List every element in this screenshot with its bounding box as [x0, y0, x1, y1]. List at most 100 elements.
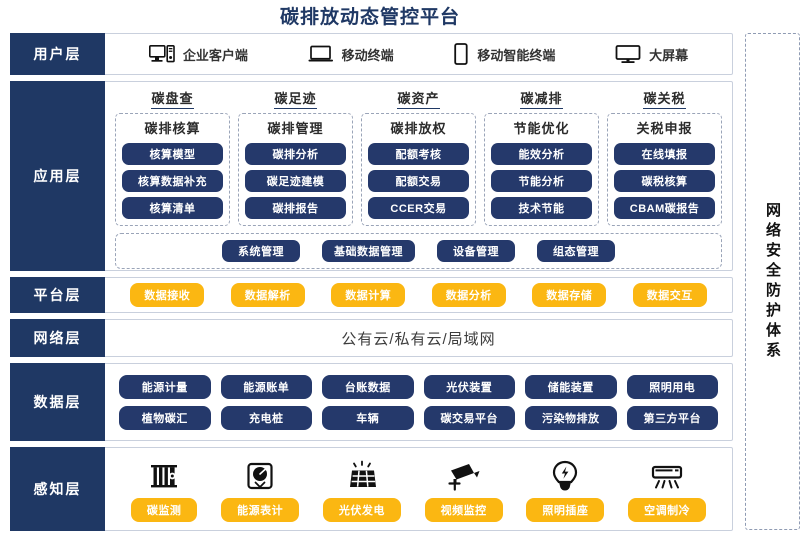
layer-body-application: 碳盘查 碳排核算 核算模型 核算数据补充 核算清单 碳足迹 碳排管理 碳排分析: [105, 82, 732, 270]
app-feature-pill[interactable]: 核算模型: [122, 143, 223, 165]
layer-body-network: 公有云/私有云/局域网: [105, 320, 732, 356]
app-feature-pill[interactable]: 技术节能: [491, 197, 592, 219]
app-column-carbon-footprint: 碳足迹 碳排管理 碳排分析 碳足迹建模 碳排报告: [238, 88, 353, 226]
platform-pill[interactable]: 数据分析: [431, 283, 506, 307]
carbon-monitor-icon: [148, 454, 180, 492]
perception-item-lighting-socket[interactable]: 照明插座: [526, 454, 605, 522]
app-column-subhead: 碳排管理: [267, 121, 324, 136]
app-column-box: 碳排核算 核算模型 核算数据补充 核算清单: [115, 113, 230, 226]
app-feature-pill[interactable]: 核算清单: [122, 197, 223, 219]
app-column-head: 碳资产: [397, 88, 440, 109]
data-source-pill[interactable]: 植物碳汇: [119, 405, 211, 430]
layer-stack: 用户层 企业客户端: [10, 33, 733, 537]
app-column-box: 碳排放权 配额考核 配额交易 CCER交易: [361, 113, 476, 226]
app-column-subhead: 节能优化: [513, 121, 570, 136]
app-column-subhead: 碳排放权: [390, 121, 447, 136]
app-management-pill[interactable]: 设备管理: [437, 240, 515, 262]
perception-label: 光伏发电: [322, 498, 401, 522]
user-item-smart-mobile-terminal[interactable]: 移动智能终端: [453, 43, 555, 65]
security-column-label: 网络安全防护体系: [764, 201, 781, 362]
app-feature-pill[interactable]: 碳排分析: [245, 143, 346, 165]
data-row: 能源计量 能源账单 台账数据 光伏装置 储能装置 照明用电: [119, 374, 718, 399]
perception-label: 照明插座: [526, 498, 605, 522]
application-management-row: 系统管理 基础数据管理 设备管理 组态管理: [115, 233, 722, 269]
app-management-pill[interactable]: 系统管理: [222, 240, 300, 262]
layer-user: 用户层 企业客户端: [10, 33, 733, 75]
perception-label: 空调制冷: [628, 498, 707, 522]
layer-platform: 平台层 数据接收 数据解析 数据计算 数据分析 数据存储 数据交互: [10, 277, 733, 313]
app-column-subhead: 关税申报: [636, 121, 693, 136]
layer-network: 网络层 公有云/私有云/局域网: [10, 319, 733, 357]
layer-label-application: 应用层: [10, 81, 105, 271]
perception-item-carbon-monitor[interactable]: 碳监测: [130, 454, 198, 522]
security-column: 网络安全防护体系: [745, 33, 800, 530]
energy-meter-icon: [244, 454, 276, 492]
data-source-pill[interactable]: 储能装置: [525, 374, 617, 399]
app-column-carbon-tariff: 碳关税 关税申报 在线填报 碳税核算 CBAM碳报告: [607, 88, 722, 226]
app-feature-pill[interactable]: 核算数据补充: [122, 170, 223, 192]
perception-item-solar-power[interactable]: 光伏发电: [322, 454, 401, 522]
page-title: 碳排放动态管控平台: [279, 7, 460, 28]
lightbulb-icon: [550, 454, 580, 492]
monitor-icon: [615, 44, 641, 64]
platform-pill[interactable]: 数据接收: [130, 283, 205, 307]
solar-panel-icon: [346, 454, 378, 492]
platform-pill[interactable]: 数据存储: [532, 283, 607, 307]
app-column-carbon-asset: 碳资产 碳排放权 配额考核 配额交易 CCER交易: [361, 88, 476, 226]
data-source-pill[interactable]: 照明用电: [626, 374, 718, 399]
app-column-box: 碳排管理 碳排分析 碳足迹建模 碳排报告: [238, 113, 353, 226]
app-feature-pill[interactable]: CBAM碳报告: [614, 197, 715, 219]
smartphone-icon: [453, 43, 469, 65]
app-column-head: 碳足迹: [274, 88, 317, 109]
application-columns: 碳盘查 碳排核算 核算模型 核算数据补充 核算清单 碳足迹 碳排管理 碳排分析: [115, 88, 722, 226]
layer-body-data: 能源计量 能源账单 台账数据 光伏装置 储能装置 照明用电 植物碳汇 充电桩 车…: [105, 364, 732, 440]
data-source-pill[interactable]: 充电桩: [220, 405, 312, 430]
layer-application: 应用层 碳盘查 碳排核算 核算模型 核算数据补充 核算清单 碳足迹: [10, 81, 733, 271]
user-item-enterprise-client[interactable]: 企业客户端: [148, 45, 248, 64]
app-feature-pill[interactable]: 节能分析: [491, 170, 592, 192]
app-feature-pill[interactable]: 碳足迹建模: [245, 170, 346, 192]
user-item-label: 企业客户端: [182, 47, 248, 63]
perception-label: 视频监控: [424, 498, 503, 522]
data-source-pill[interactable]: 能源计量: [119, 374, 211, 399]
data-row: 植物碳汇 充电桩 车辆 碳交易平台 污染物排放 第三方平台: [119, 405, 718, 430]
platform-pill[interactable]: 数据解析: [230, 283, 305, 307]
data-source-pill[interactable]: 碳交易平台: [423, 405, 515, 430]
app-management-pill[interactable]: 组态管理: [537, 240, 615, 262]
data-source-pill[interactable]: 第三方平台: [626, 405, 718, 430]
app-feature-pill[interactable]: 配额考核: [368, 143, 469, 165]
user-item-label: 大屏幕: [649, 47, 689, 63]
data-source-pill[interactable]: 污染物排放: [525, 405, 617, 430]
app-feature-pill[interactable]: 能效分析: [491, 143, 592, 165]
app-feature-pill[interactable]: 碳排报告: [245, 197, 346, 219]
layer-body-perception: 碳监测 能源表计: [105, 448, 732, 530]
layer-label-network: 网络层: [10, 319, 105, 357]
app-column-carbon-inventory: 碳盘查 碳排核算 核算模型 核算数据补充 核算清单: [115, 88, 230, 226]
layer-body-platform: 数据接收 数据解析 数据计算 数据分析 数据存储 数据交互: [105, 278, 732, 312]
app-column-box: 关税申报 在线填报 碳税核算 CBAM碳报告: [607, 113, 722, 226]
layer-perception: 感知层 碳: [10, 447, 733, 531]
laptop-icon: [308, 45, 334, 63]
perception-item-video-surveillance[interactable]: 视频监控: [424, 454, 503, 522]
data-source-pill[interactable]: 车辆: [322, 405, 414, 430]
app-feature-pill[interactable]: CCER交易: [368, 197, 469, 219]
platform-pill[interactable]: 数据交互: [632, 283, 707, 307]
app-column-head: 碳关税: [643, 88, 686, 109]
platform-pill[interactable]: 数据计算: [331, 283, 406, 307]
app-feature-pill[interactable]: 配额交易: [368, 170, 469, 192]
perception-label: 碳监测: [130, 498, 198, 522]
perception-item-air-conditioning[interactable]: 空调制冷: [628, 454, 707, 522]
app-feature-pill[interactable]: 在线填报: [614, 143, 715, 165]
app-column-carbon-reduction: 碳减排 节能优化 能效分析 节能分析 技术节能: [484, 88, 599, 226]
data-source-pill[interactable]: 光伏装置: [423, 374, 515, 399]
user-item-large-screen[interactable]: 大屏幕: [615, 44, 688, 64]
data-source-pill[interactable]: 台账数据: [322, 374, 414, 399]
user-item-mobile-terminal[interactable]: 移动终端: [308, 45, 394, 64]
app-management-pill[interactable]: 基础数据管理: [322, 240, 415, 262]
data-source-pill[interactable]: 能源账单: [220, 374, 312, 399]
layer-data: 数据层 能源计量 能源账单 台账数据 光伏装置 储能装置 照明用电 植物碳汇 充…: [10, 363, 733, 441]
app-column-subhead: 碳排核算: [144, 121, 201, 136]
perception-item-energy-meter[interactable]: 能源表计: [221, 454, 300, 522]
app-feature-pill[interactable]: 碳税核算: [614, 170, 715, 192]
